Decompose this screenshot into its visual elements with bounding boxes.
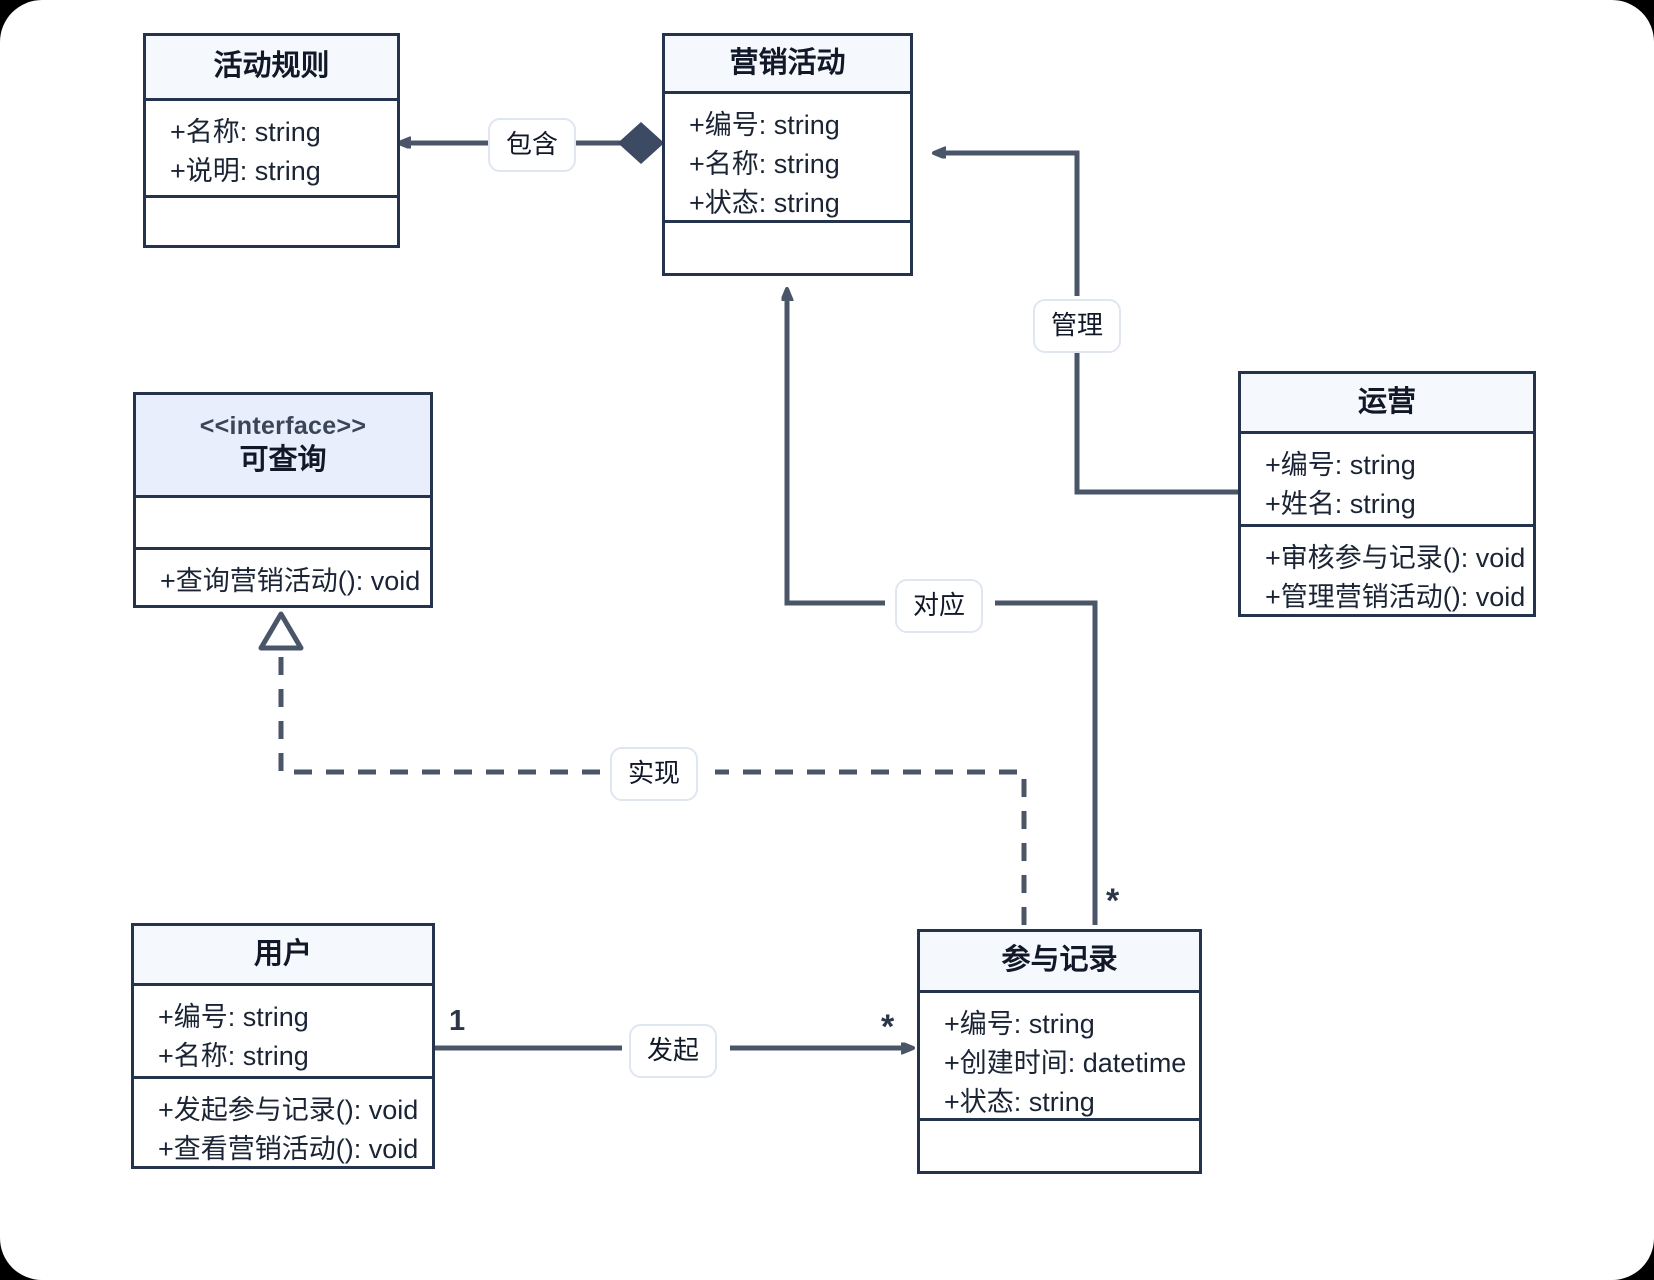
realization-triangle — [258, 611, 304, 651]
attribute-row: +编号: string — [944, 1009, 1095, 1039]
attribute-row: +编号: string — [689, 110, 840, 140]
class-attributes-yonghu: +编号: string +名称: string — [134, 986, 432, 1079]
class-attributes-yingxiao-huodong: +编号: string +名称: string +状态: string — [665, 94, 910, 223]
class-box-canyu-jilu[interactable]: 参与记录 +编号: string +创建时间: datetime +状态: st… — [917, 929, 1202, 1174]
multiplicity-canyu-duiying: * — [1106, 882, 1120, 920]
class-title: 参与记录 — [1001, 944, 1118, 977]
composition-diamond — [617, 121, 665, 165]
class-box-huodong-guize[interactable]: 活动规则 +名称: string +说明: string — [143, 33, 400, 248]
class-header-kechaxun: <<interface>> 可查询 — [136, 395, 430, 498]
method-row: +审核参与记录(): void — [1265, 543, 1526, 573]
attribute-row: +状态: string — [944, 1087, 1095, 1118]
stereotype-label: <<interface>> — [199, 411, 367, 440]
attribute-row: +说明: string — [170, 156, 321, 187]
class-box-yunying[interactable]: 运营 +编号: string +姓名: string +审核参与记录(): vo… — [1238, 371, 1536, 617]
class-title: 可查询 — [239, 443, 327, 476]
class-header-yunying: 运营 — [1241, 374, 1533, 434]
method-row: +查询营销活动(): void — [160, 566, 421, 596]
attribute-row: +名称: string — [689, 149, 840, 180]
class-header-huodong-guize: 活动规则 — [146, 36, 397, 101]
edge-label-duiying[interactable]: 对应 — [895, 579, 984, 633]
class-methods-kechaxun: +查询营销活动(): void — [136, 550, 430, 613]
edge-shixian — [258, 611, 1027, 925]
edge-baohan — [400, 121, 665, 165]
multiplicity-user-faqi: 1 — [449, 1005, 466, 1037]
multiplicity-canyu-faqi: * — [881, 1008, 895, 1046]
class-box-kechaxun[interactable]: <<interface>> 可查询 +查询营销活动(): void — [133, 392, 433, 608]
method-row: +查看营销活动(): void — [158, 1134, 419, 1165]
class-attributes-canyu-jilu: +编号: string +创建时间: datetime +状态: string — [920, 993, 1199, 1121]
edge-label-guanli[interactable]: 管理 — [1033, 299, 1122, 353]
class-attributes-huodong-guize: +名称: string +说明: string — [146, 101, 397, 198]
attribute-row: +名称: string — [158, 1041, 309, 1072]
edge-label-baohan[interactable]: 包含 — [488, 118, 577, 172]
method-row: +管理营销活动(): void — [1265, 582, 1526, 613]
edge-label-faqi[interactable]: 发起 — [629, 1024, 718, 1078]
attribute-row: +状态: string — [689, 188, 840, 219]
class-attributes-kechaxun — [136, 498, 430, 550]
attribute-row: +名称: string — [170, 117, 321, 147]
attribute-row: +姓名: string — [1265, 489, 1416, 520]
edge-guanli — [935, 153, 1238, 495]
edge-label-shixian[interactable]: 实现 — [610, 747, 699, 801]
attribute-row: +创建时间: datetime — [944, 1048, 1187, 1079]
class-header-canyu-jilu: 参与记录 — [920, 932, 1199, 993]
class-box-yingxiao-huodong[interactable]: 营销活动 +编号: string +名称: string +状态: string — [662, 33, 913, 276]
class-attributes-yunying: +编号: string +姓名: string — [1241, 434, 1533, 527]
class-methods-yonghu: +发起参与记录(): void +查看营销活动(): void — [134, 1079, 432, 1181]
attribute-row: +编号: string — [1265, 450, 1416, 480]
class-methods-yunying: +审核参与记录(): void +管理营销活动(): void — [1241, 527, 1533, 629]
class-box-yonghu[interactable]: 用户 +编号: string +名称: string +发起参与记录(): vo… — [131, 923, 435, 1169]
attribute-row: +编号: string — [158, 1002, 309, 1032]
edge-duiying — [787, 290, 1098, 925]
class-title: 活动规则 — [213, 50, 330, 83]
class-title: 运营 — [1357, 385, 1416, 418]
method-row: +发起参与记录(): void — [158, 1095, 419, 1125]
class-header-yingxiao-huodong: 营销活动 — [665, 36, 910, 94]
class-title: 营销活动 — [729, 46, 846, 79]
class-header-yonghu: 用户 — [134, 926, 432, 986]
class-title: 用户 — [253, 937, 312, 970]
